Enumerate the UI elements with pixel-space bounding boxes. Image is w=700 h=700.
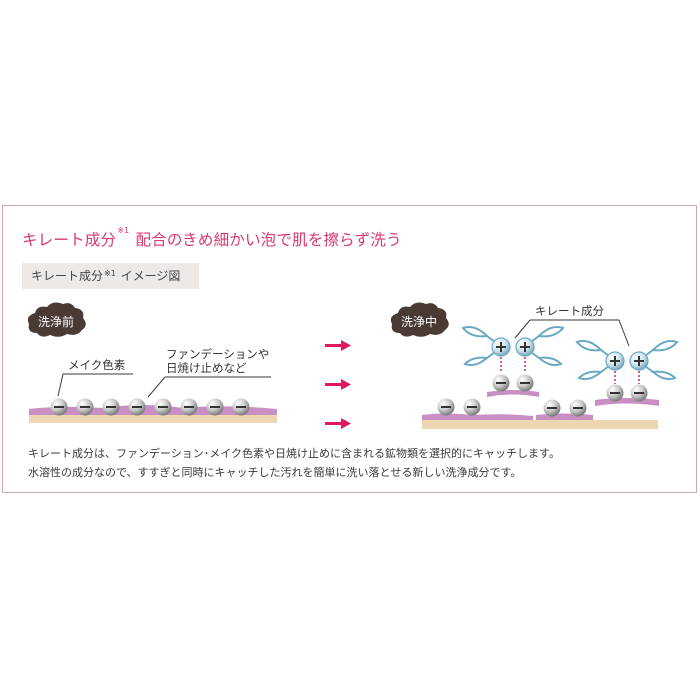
foundation-label-line2: 日焼け止めなど: [166, 361, 247, 375]
makeup-leader: [57, 373, 64, 397]
cloud-badge-icon: [390, 302, 449, 337]
lifted-makeup: [487, 390, 539, 397]
chelate-molecule: [461, 326, 565, 392]
chelate-leader: [514, 319, 531, 339]
chelate-label: キレート成分: [535, 304, 604, 318]
plus-particle-icon: [605, 351, 625, 371]
minus-particle-icon: [154, 398, 172, 416]
chelate-info-panel: キレート成分※1 配合のきめ細かい泡で肌を擦らず洗う キレート成分※1 イメージ…: [2, 205, 697, 493]
description-line-1: キレート成分は、ファンデーション･メイク色素や日焼け止めに含まれる鉱物類を選択的…: [28, 447, 560, 460]
plus-particle-icon: [491, 337, 511, 357]
minus-particle-icon: [516, 374, 534, 392]
arrow-right-icon: [325, 418, 351, 429]
headline: キレート成分※1 配合のきめ細かい泡で肌を擦らず洗う: [22, 226, 402, 249]
arrow-right-icon: [325, 340, 351, 351]
lifted-makeup: [595, 398, 659, 406]
makeup-layer: [536, 413, 593, 420]
minus-particle-icon: [50, 398, 68, 416]
minus-particle-icon: [569, 399, 587, 417]
description-line-2: 水溶性の成分なので、すすぎと同時にキャッチした汚れを簡単に洗い落とせる新しい洗浄…: [28, 466, 522, 479]
minus-particle-icon: [102, 398, 120, 416]
chelate-diagram: 洗浄前 メイク色素 ファンデーションや 日焼け止めなど 洗浄中 キレー: [27, 302, 679, 429]
during-badge-text: 洗浄中: [401, 314, 437, 329]
minus-particle-icon: [437, 398, 455, 416]
minus-particle-icon: [606, 384, 624, 402]
chelate-leader: [618, 319, 630, 347]
makeup-label: メイク色素: [68, 358, 125, 372]
cloud-badge-icon: [27, 302, 86, 337]
minus-particle-icon: [630, 384, 648, 402]
plus-particle-icon: [629, 351, 649, 371]
minus-particle-icon: [232, 398, 250, 416]
arrow-right-icon: [325, 379, 351, 390]
minus-particle-icon: [76, 398, 94, 416]
minus-particle-icon: [206, 398, 224, 416]
before-badge-text: 洗浄前: [38, 314, 74, 329]
plus-particle-icon: [515, 337, 535, 357]
minus-particle-icon: [543, 399, 561, 417]
foundation-label-line1: ファンデーションや: [166, 347, 269, 361]
minus-particles-before: [50, 398, 250, 416]
minus-particle-icon: [180, 398, 198, 416]
skin-layer: [422, 420, 658, 429]
foundation-leader: [147, 376, 166, 398]
minus-particle-icon: [463, 398, 481, 416]
minus-particle-icon: [128, 398, 146, 416]
image-label: キレート成分※1 イメージ図: [22, 263, 199, 289]
chelate-molecule: [575, 340, 679, 402]
makeup-layer: [422, 413, 533, 420]
skin-layer: [29, 415, 277, 423]
minus-particle-icon: [492, 374, 510, 392]
